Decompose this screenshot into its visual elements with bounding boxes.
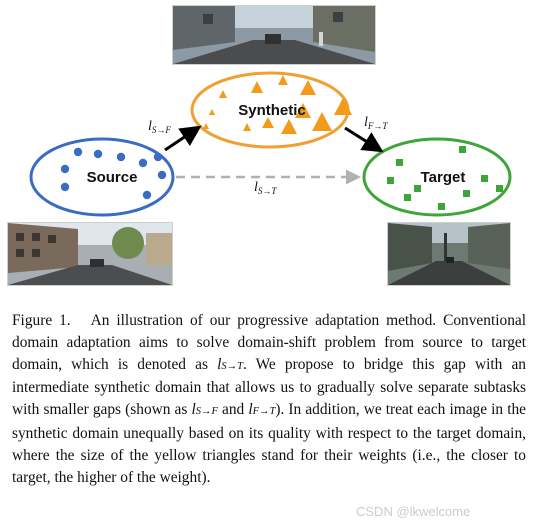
- edge-label-f-to-t: lF→T: [364, 115, 388, 131]
- synthetic-sample-triangle: [278, 75, 288, 85]
- source-label: Source: [87, 169, 138, 186]
- math-l-s-t: lS→T: [217, 355, 243, 373]
- synthetic-sample-triangle: [281, 119, 297, 134]
- caption-sentence-3: ). In addition, we treat each image in t…: [12, 401, 526, 486]
- target-sample-square: [438, 203, 445, 210]
- target-sample-square: [387, 177, 394, 184]
- target-label: Target: [421, 169, 466, 186]
- target-domain-ellipse: [362, 137, 512, 217]
- target-sample-square: [404, 194, 411, 201]
- source-sample-dot: [73, 147, 83, 157]
- synthetic-sample-triangle: [203, 123, 209, 129]
- figure-caption: Figure 1. An illustration of our progres…: [12, 310, 526, 488]
- target-domain-photo: [387, 222, 511, 286]
- source-sample-dot: [142, 190, 152, 200]
- synthetic-sample-triangle: [300, 80, 316, 95]
- math-l-f-t: lF→T: [248, 401, 276, 419]
- caption-and: and: [217, 401, 249, 419]
- target-sample-square: [396, 159, 403, 166]
- synthetic-label: Synthetic: [238, 102, 306, 119]
- synthetic-sample-triangle: [262, 117, 274, 128]
- target-sample-square: [496, 185, 503, 192]
- source-sample-dot: [116, 152, 126, 162]
- synthetic-sample-triangle: [334, 98, 352, 115]
- target-sample-square: [414, 185, 421, 192]
- edge-label-s-to-t: lS→T: [254, 180, 277, 196]
- synthetic-sample-triangle: [243, 123, 251, 131]
- source-sample-dot: [153, 152, 163, 162]
- synthetic-sample-triangle: [209, 109, 215, 115]
- caption-sentence-2: Conventional domain adaptation aims to s…: [12, 312, 526, 373]
- domain-diagram: Synthetic Source Target lS→F lF→T lS→T: [29, 71, 512, 217]
- figure-label: Figure 1.: [12, 312, 71, 329]
- math-l-s-f: lS→F: [191, 401, 218, 419]
- caption-sentence-1: An illustration of our progressive adapt…: [90, 312, 437, 329]
- source-sample-dot: [157, 170, 167, 180]
- arrow-source-to-synthetic: [164, 125, 202, 152]
- source-sample-dot: [60, 164, 70, 174]
- synthetic-sample-triangle: [295, 103, 311, 118]
- target-sample-square: [481, 175, 488, 182]
- target-samples: [387, 146, 503, 210]
- synthetic-domain-photo: [172, 5, 376, 65]
- target-sample-square: [459, 146, 466, 153]
- watermark: CSDN @lkwelcome: [356, 504, 471, 519]
- arrow-synthetic-to-target: [344, 126, 384, 153]
- caption-sentence-2b: . We propose to bridge this gap with an …: [12, 355, 526, 419]
- synthetic-sample-triangle: [312, 112, 332, 131]
- synthetic-sample-triangle: [219, 90, 227, 98]
- target-sample-square: [463, 190, 470, 197]
- source-domain-ellipse: [29, 137, 175, 217]
- source-sample-dot: [60, 182, 70, 192]
- source-samples: [60, 147, 167, 200]
- synthetic-samples: [203, 75, 352, 134]
- synthetic-sample-triangle: [251, 81, 263, 93]
- source-sample-dot: [93, 149, 103, 159]
- source-domain-photo: [7, 222, 173, 286]
- edge-label-s-to-f: lS→F: [148, 119, 171, 135]
- progressive-adaptation-figure: Synthetic Source Target lS→F lF→T lS→T: [7, 5, 512, 286]
- source-sample-dot: [138, 158, 148, 168]
